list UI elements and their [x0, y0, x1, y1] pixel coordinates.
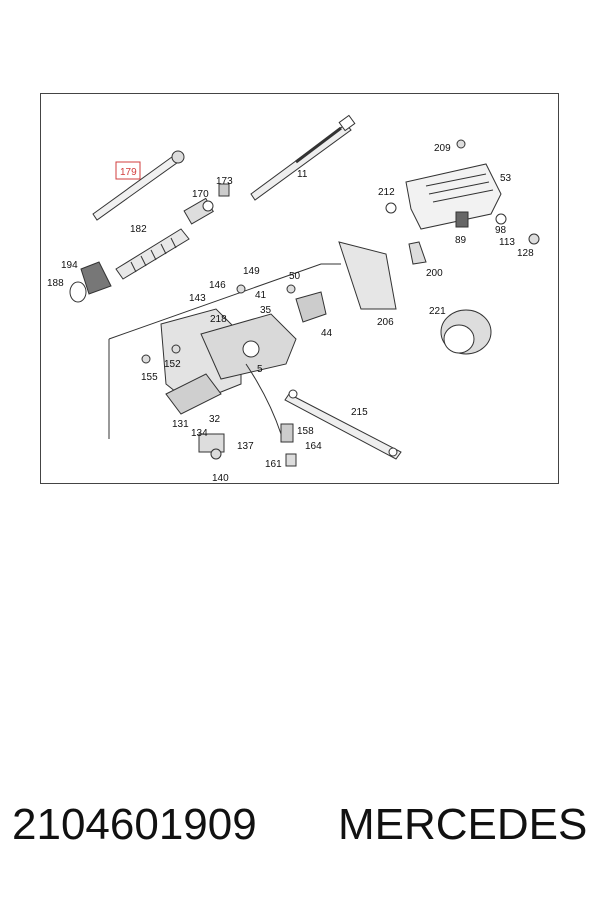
exploded-parts-diagram: 179 11 209 53 212 173 170 182 194 188 89… — [40, 93, 559, 484]
universal-joint-170 — [183, 183, 230, 225]
label-149: 149 — [243, 266, 260, 277]
label-170: 170 — [192, 189, 209, 200]
label-221: 221 — [429, 306, 446, 317]
footer: 2104601909 MERCEDES — [0, 800, 600, 860]
label-89: 89 — [455, 235, 467, 246]
bolt-140 — [210, 448, 222, 460]
label-44: 44 — [321, 328, 333, 339]
label-5: 5 — [257, 364, 263, 375]
bolt-41 — [236, 284, 246, 294]
part-44 — [295, 291, 327, 323]
gearbox-housing — [160, 308, 297, 415]
label-179: 179 — [120, 167, 137, 178]
label-35: 35 — [260, 305, 272, 316]
label-215: 215 — [351, 407, 368, 418]
label-113: 113 — [499, 237, 515, 248]
frame-line-top — [108, 263, 341, 340]
bolt-155 — [141, 354, 151, 364]
label-182: 182 — [130, 224, 147, 235]
label-146: 146 — [209, 280, 226, 291]
bolt-50 — [286, 284, 296, 294]
rod-215 — [284, 393, 402, 460]
clip-200 — [408, 241, 427, 265]
label-137: 137 — [237, 441, 254, 452]
label-98: 98 — [495, 225, 507, 236]
label-134: 134 — [191, 428, 208, 439]
screw-128 — [528, 233, 540, 245]
part-158 — [280, 423, 294, 443]
brand-name: MERCEDES — [338, 800, 588, 849]
label-131: 131 — [172, 419, 189, 430]
ring-221 — [440, 309, 492, 355]
label-140: 140 — [212, 473, 229, 484]
label-200: 200 — [426, 268, 443, 279]
label-32: 32 — [209, 414, 221, 425]
leader-curve — [245, 363, 282, 435]
label-11: 11 — [297, 169, 308, 180]
bolt-209 — [456, 139, 466, 149]
label-194: 194 — [61, 260, 78, 271]
label-173: 173 — [216, 176, 233, 187]
label-161: 161 — [265, 459, 282, 470]
bracket-53 — [405, 163, 502, 230]
label-209: 209 — [434, 143, 451, 154]
label-152: 152 — [164, 359, 181, 370]
boot-194 — [69, 261, 112, 303]
label-128: 128 — [517, 248, 534, 259]
label-188: 188 — [47, 278, 64, 289]
label-155: 155 — [141, 372, 158, 383]
label-41: 41 — [255, 290, 267, 301]
label-50: 50 — [289, 271, 301, 282]
bellows-182 — [115, 228, 190, 280]
highlight-box-179 — [115, 161, 141, 180]
steering-shaft-11 — [250, 114, 356, 201]
intermediate-shaft-179 — [92, 150, 185, 221]
label-212: 212 — [378, 187, 395, 198]
label-164: 164 — [305, 441, 322, 452]
label-143: 143 — [189, 293, 206, 304]
label-158: 158 — [297, 426, 314, 437]
label-206: 206 — [377, 317, 394, 328]
diagram-drawing: 179 11 209 53 212 173 170 182 194 188 89… — [47, 114, 540, 484]
part-number: 2104601909 — [12, 800, 257, 849]
label-218: 218 — [210, 314, 227, 325]
washer-98 — [495, 213, 507, 225]
label-53: 53 — [500, 173, 512, 184]
part-161 — [285, 453, 297, 467]
lever-206 — [338, 241, 397, 310]
bolt-212 — [385, 202, 397, 214]
bolt-152 — [171, 344, 181, 354]
